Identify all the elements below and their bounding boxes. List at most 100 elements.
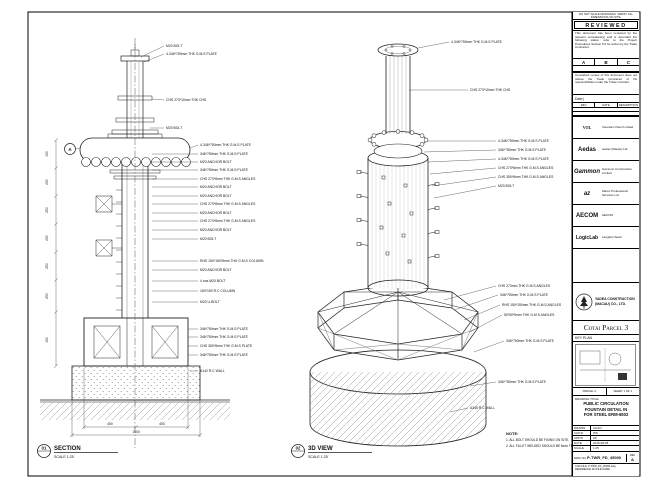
grade-c: C	[626, 60, 630, 65]
annotation-label: 4-346*750mm THK G.M.S PLATE	[166, 52, 218, 56]
annotation-label: CHS 273*8mm THK G.M.S ANGLES	[200, 202, 256, 206]
annotation-label: 4-346*750mm THK G.M.S PLATE	[498, 139, 550, 143]
view-title: SECTION	[54, 446, 81, 452]
annotation-label: M20 BOLT	[166, 44, 182, 48]
key-plan-label: KEY PLAN	[573, 335, 639, 342]
annotation-label: M20 ANCHOR BOLT	[200, 268, 232, 272]
general-notes: NOTE: 1. ALL BOLT SHOULD BE FIXING ON SI…	[506, 431, 576, 448]
logiclab-logo: LogicLab	[575, 234, 599, 241]
party-name: Venetian Orient Limited	[602, 124, 634, 129]
dim-value: 250	[45, 179, 49, 185]
drawing-title-line: FOUNTAIN DETAIL IN	[584, 406, 628, 412]
drawing-title-label: DRAWING TITLE:	[575, 397, 600, 401]
detail-marker-letter: A	[68, 147, 72, 152]
annotation-label: CHS 273*10mm THK CHS	[166, 98, 207, 102]
annotation-label: 4-346*750mm THK G.M.S PLATE	[498, 157, 550, 161]
dim-value: 250	[45, 207, 49, 213]
party-name: Marco Professional Services Ltd.	[602, 189, 628, 197]
annotation-label: CHS 273*8mm THK G.M.S ANGLES	[200, 219, 256, 223]
section-leader-lines	[75, 45, 199, 372]
party-row-consultant-1: az Marco Professional Services Ltd.	[573, 183, 639, 205]
field-value: 1:25	[593, 446, 599, 450]
note-line: 2. ALL FILLET WELDED SHOULD BE 6mm THK.	[506, 444, 576, 448]
annotation-label: 346*750mm THK G.M.S PLATE	[200, 335, 249, 339]
annotation-label: M20 ANCHOR BOLT	[200, 211, 232, 215]
key-plan-drawing	[575, 344, 636, 386]
annotation-label: M20 ANCHOR BOLT	[200, 160, 232, 164]
aedas-logo: Aedas	[577, 146, 596, 153]
view-scale: SCALE 1:25	[308, 455, 328, 459]
party-row-consultant-2: AECOM AECOM	[573, 205, 639, 227]
dwg-no-label: DWG NO.	[574, 455, 587, 460]
annotation-label: RHS 150*150mm THK G.M.S ANGLES	[502, 303, 562, 307]
view-number: 02	[296, 446, 301, 451]
reference-file-name: REFERENCE DN FILE NAME	[575, 468, 610, 472]
grade-b: B	[595, 59, 618, 65]
annotation-label: 346*750mm THK G.M.S PLATE	[500, 293, 549, 297]
dwg-no-value: P-TWR_FD_45000	[587, 455, 622, 460]
dim-value: 1500	[132, 430, 140, 434]
annotation-label: CHS 273*8mm THK G.M.S ANGLES	[200, 177, 256, 181]
review-date-row: Date |	[573, 95, 639, 103]
aecom-logo: AECOM	[575, 212, 599, 219]
party-name: Gammon Construction Limited	[602, 167, 633, 175]
rev-value: A	[631, 456, 634, 462]
party-row-contractor: Gammon Gammon Construction Limited	[573, 161, 639, 183]
meta-cell: SHEET 1 OF 1	[613, 389, 633, 393]
view-title: 3D VIEW	[308, 446, 333, 452]
annotation-label: M20 ANCHOR BOLT	[200, 194, 232, 198]
annotation-label: A345 R.C WALL	[470, 406, 495, 410]
annotation-label: 346*750mm THK G.M.S PLATE	[200, 353, 249, 357]
annotation-label: 346*750mm THK G.M.S PLATE	[200, 168, 249, 172]
annotation-label: 50*50*5mm THK G.M.S ANGLES	[504, 313, 555, 317]
revision-header-cell: REV	[573, 103, 596, 107]
dim-value: 250	[45, 235, 49, 241]
party-row-client: VOL Venetian Orient Limited	[573, 117, 639, 139]
annotation-label: 4 nos M20 BOLT	[200, 279, 225, 283]
view-number: 01	[42, 446, 47, 451]
dim-value: 450	[107, 422, 113, 426]
review-grade-table: A B C	[573, 59, 639, 73]
annotation-label: M20 BOLT	[498, 184, 514, 188]
annotation-label: 4-346*750mm THK G.M.S PLATE	[451, 40, 503, 44]
revision-empty-row	[573, 112, 639, 116]
drawing-fields-table: DRAWN CHAO CHK'D WS APP'D KK DATE 2016-0…	[573, 426, 639, 452]
cad-file-name: CAD FILE: P-TWR_FD_45000.dwg	[575, 465, 616, 468]
dim-value: 250	[45, 263, 49, 269]
annotation-label: CHS 350*8mm THK G.M.S ANGLES	[498, 175, 554, 179]
annotation-label: CHS 273*10mm THK CHS	[470, 88, 511, 92]
field-value: CHAO	[593, 426, 602, 430]
party-row-architect: Aedas Aedas (Macau) Ltd.	[573, 139, 639, 161]
revision-table: REV DATE DESCRIPTION	[573, 103, 639, 117]
iso-annotations: 4-346*750mm THK G.M.S PLATE CHS 273*10mm…	[451, 40, 562, 410]
party-row-consultant-3: LogicLab Langdon Seah	[573, 227, 639, 249]
reviewed-body-text: This document has been reviewed by the r…	[573, 31, 639, 59]
annotation-label: M20 BOLT	[200, 237, 216, 241]
note-line: 1. ALL BOLT SHOULD BE FIXING ON SITE.	[506, 438, 569, 442]
annotation-label: M20 ANCHOR BOLT	[200, 185, 232, 189]
grade-empty-row	[573, 66, 639, 72]
annotation-label: M20 BOLT	[166, 126, 182, 130]
sheet-meta-row: PARCEL 3 SHEET 1 OF 1	[573, 388, 639, 396]
drawing-title-line: FOR STEEL ERM-6502	[583, 412, 629, 418]
reviewed-note-text: Consultant review of this document does …	[573, 73, 639, 95]
key-plan-box	[573, 342, 639, 388]
rev-box: REV A	[626, 453, 638, 462]
view-callout-3d: 02 3D VIEW SCALE 1:25	[291, 444, 372, 459]
grade-a: A	[573, 59, 596, 65]
drawing-number-row: DWG NO. P-TWR_FD_45000 REV A	[573, 452, 639, 464]
revision-header-cell: DATE	[595, 103, 618, 107]
field-label: CHK'D	[573, 431, 591, 435]
az-logo: az	[583, 190, 591, 197]
annotation-label: CHS 273mm THK G.M.S ANGLES	[498, 284, 551, 288]
field-label: SCALE	[573, 446, 591, 451]
revision-header-cell: DESCRIPTION	[618, 103, 638, 107]
iso-leader-lines	[409, 41, 505, 413]
section-annotations: M20 BOLT 4-346*750mm THK G.M.S PLATE CHS…	[166, 44, 264, 373]
revision-empty-row	[573, 108, 639, 112]
dim-value: 250	[45, 293, 49, 299]
section-dimension-values: 150 250 250 250 250 250 150 450 450 1500	[45, 151, 165, 434]
annotation-label: M20 ANCHOR BOLT	[200, 228, 232, 232]
